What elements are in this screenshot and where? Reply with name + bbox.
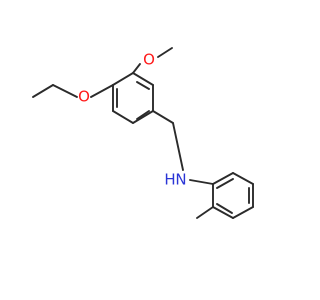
bond-ring-ch2 <box>152 110 174 124</box>
bond-oet-ring <box>90 84 114 98</box>
bond-ethyl-cc <box>32 84 54 98</box>
bond-ringA-d3 <box>136 81 150 90</box>
bond-ringB-d3 <box>216 203 233 214</box>
bond-ringB-ch3 <box>196 206 214 219</box>
bond-ringB-1 <box>212 172 234 185</box>
bond-ringB-5 <box>212 206 234 219</box>
bond-ringB-4 <box>232 206 254 219</box>
bond-ringA-2 <box>112 110 134 124</box>
bond-ringA-6 <box>112 72 134 86</box>
bond-ringB-2 <box>232 172 254 185</box>
bond-ringB-d1 <box>216 178 234 189</box>
bond-n-ringB <box>189 179 214 185</box>
atom-hydrogen: H <box>164 171 175 189</box>
bond-ethyl-co <box>52 84 78 98</box>
bond-ring-ome <box>132 63 141 74</box>
bond-ch2-n <box>172 122 184 171</box>
bond-layer <box>32 47 254 219</box>
atom-oxygen-ethoxy: O <box>78 88 90 106</box>
bond-ringA-d2 <box>136 110 150 120</box>
bond-ome-ch3 <box>157 47 173 58</box>
molecule-diagram: O O N H <box>32 47 254 219</box>
bond-ringA-3 <box>132 110 154 124</box>
atom-oxygen-methoxy: O <box>143 51 155 69</box>
structure-svg: O O N H <box>32 47 254 219</box>
bond-ringA-5 <box>132 72 154 86</box>
atom-nitrogen: N <box>175 171 186 189</box>
